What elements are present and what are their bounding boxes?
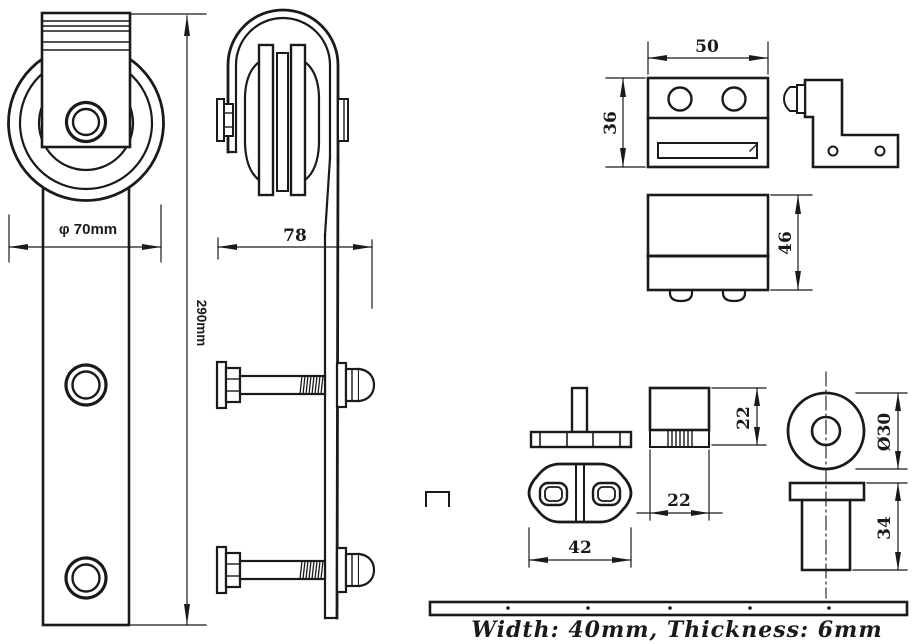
mount-bracket-front-view	[646, 76, 770, 169]
dim-block-height-label: 22	[734, 406, 754, 430]
roller-front-view	[7, 11, 165, 627]
mount-bracket-side-view	[782, 78, 900, 169]
guide-block-view	[648, 386, 711, 448]
dim-bracket-height	[605, 77, 646, 168]
dim-stop-diameter	[855, 392, 908, 470]
dim-bracket-width	[647, 41, 769, 75]
dim-roller-depth	[217, 237, 373, 309]
dim-block-width-label: 22	[667, 491, 691, 511]
roller-side-view	[216, 8, 349, 620]
dim-roller-depth-label: 78	[283, 226, 307, 246]
dim-strap-length	[130, 13, 207, 626]
hub-knurl	[64, 100, 108, 144]
dim-strap-length-label: 290mm	[194, 300, 209, 347]
dim-spacer-height-label: 46	[776, 231, 796, 255]
dim-block-width	[636, 449, 723, 521]
dim-stop-height-label: 34	[875, 516, 895, 540]
dim-bracket-height-label: 36	[601, 111, 621, 135]
dim-block-height	[711, 387, 767, 446]
dim-plate-width	[528, 527, 632, 568]
mounting-bolt-lower	[215, 545, 376, 595]
door-stop-side-view	[788, 481, 866, 572]
floor-guide-top-view	[527, 462, 633, 524]
mounting-bolt-upper	[215, 360, 376, 410]
small-clip-part	[425, 491, 450, 507]
dim-wheel-diameter-label: φ 70mm	[59, 221, 117, 238]
dim-stop-height	[852, 482, 908, 571]
dim-wheel-diameter	[8, 204, 162, 263]
spacer-block-view	[646, 193, 770, 303]
rail-view	[428, 600, 909, 617]
floor-guide-side-view	[529, 386, 633, 449]
dim-spacer-height	[770, 194, 813, 291]
dim-stop-diameter-label: Ø30	[875, 413, 895, 452]
dim-bracket-width-label: 50	[695, 37, 719, 57]
rail-note-label: Width: 40mm, Thickness: 6mm	[471, 617, 882, 643]
dim-plate-width-label: 42	[568, 538, 592, 558]
